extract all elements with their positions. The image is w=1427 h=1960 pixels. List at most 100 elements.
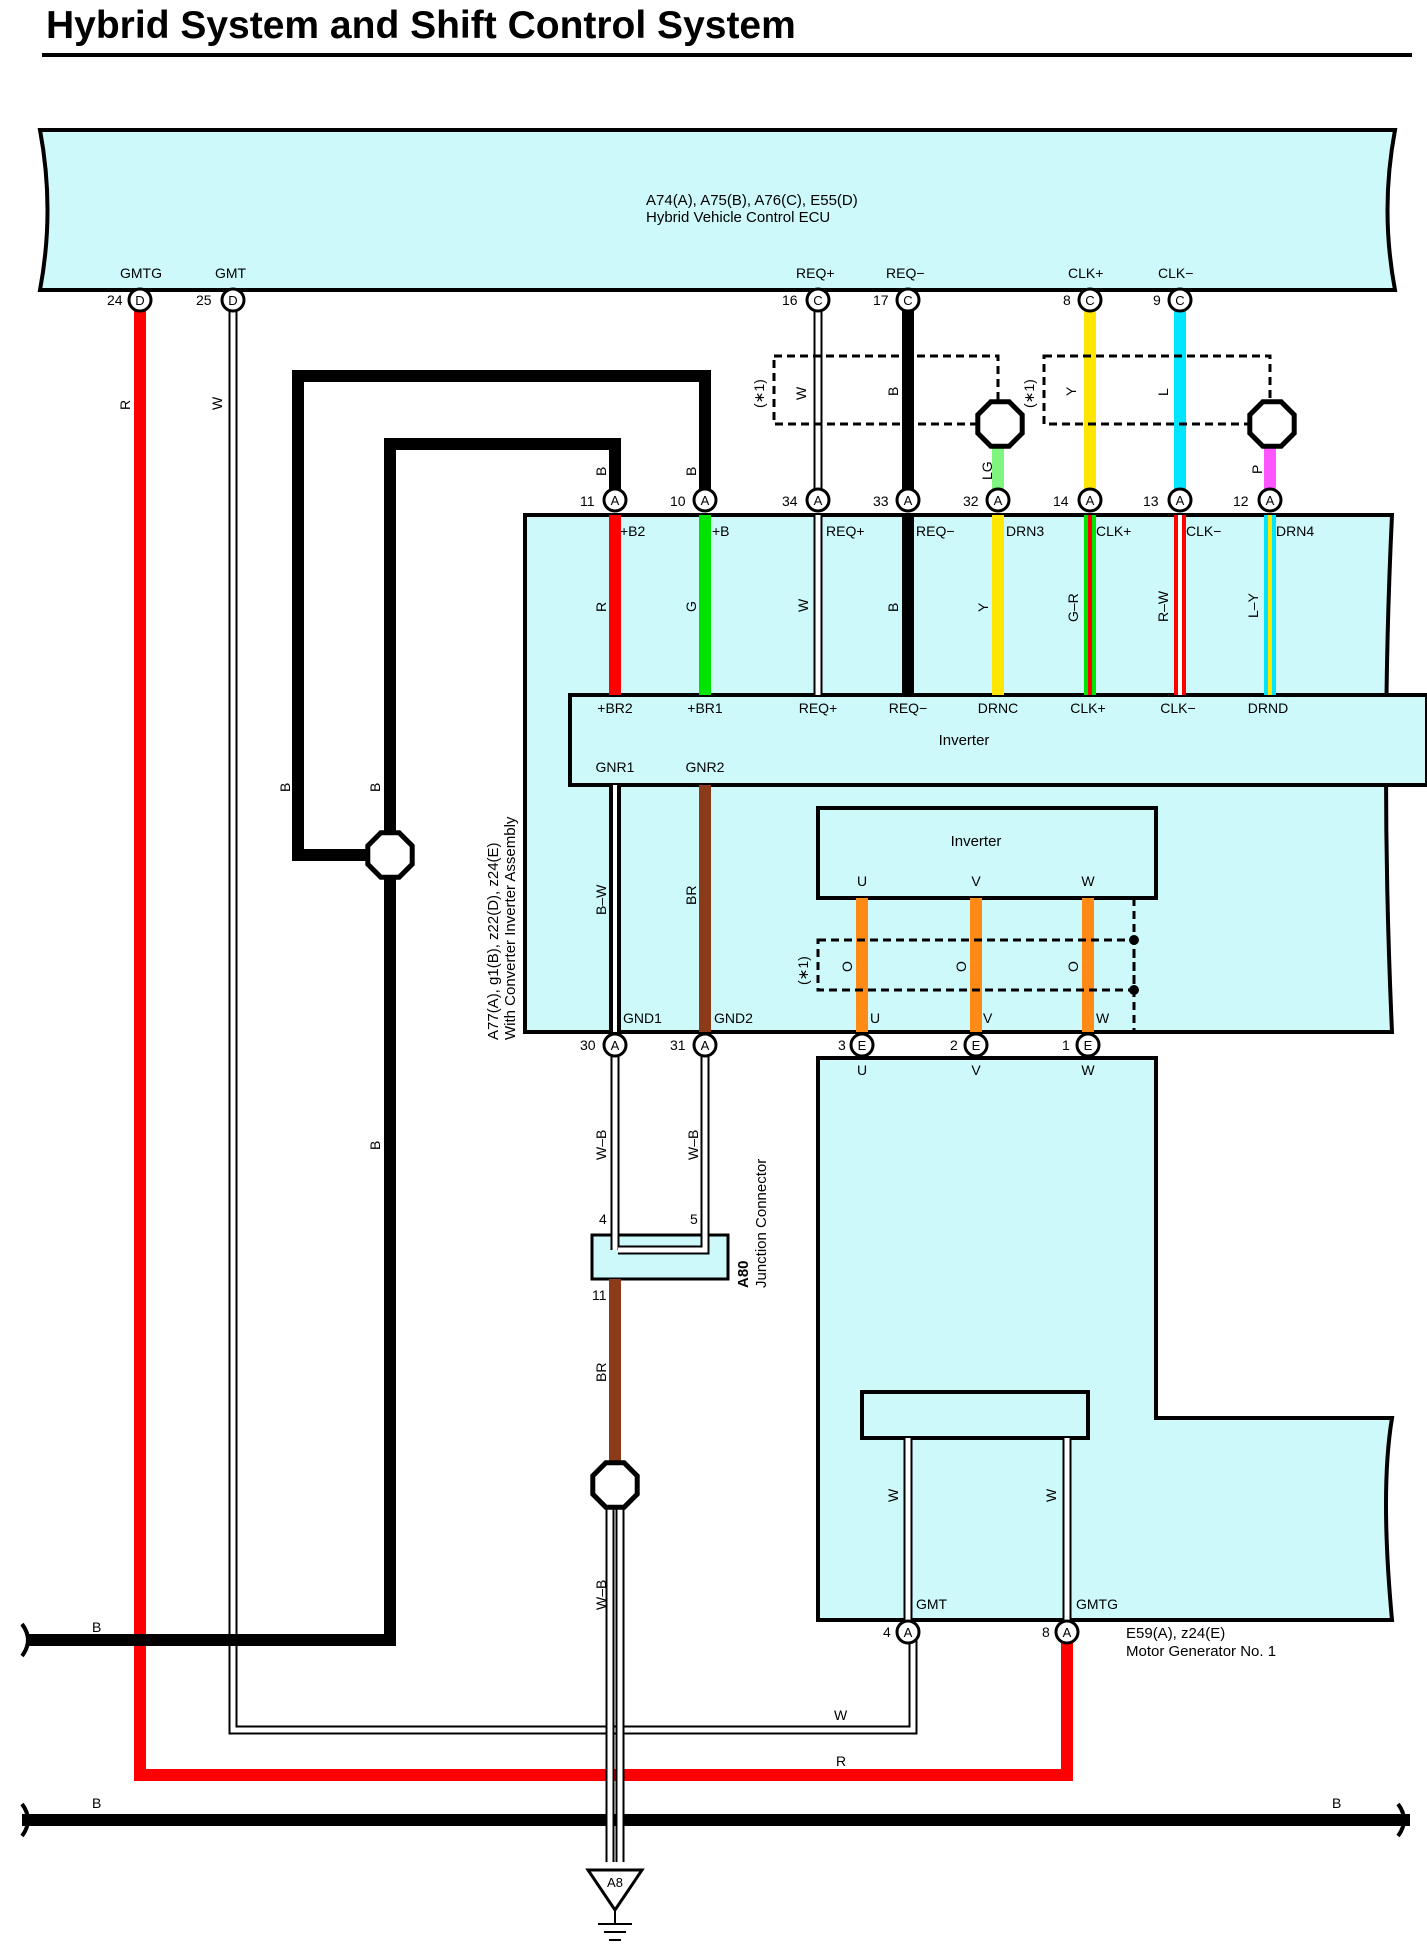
terminal-connector-letter: A (1176, 493, 1185, 508)
wire-color-label: B (1332, 1795, 1341, 1811)
ecu-pin-label: CLK+ (1068, 265, 1103, 281)
terminal-number: 3 (838, 1037, 846, 1053)
inverter-pin-label: +BR1 (687, 700, 723, 716)
inverter-pin-label: +BR2 (597, 700, 633, 716)
wire-color-label: L–Y (1245, 592, 1261, 618)
terminal-connector-letter: A (1063, 1625, 1072, 1640)
ecu-pin-label: GMTG (120, 265, 162, 281)
wire-color-label: B (683, 467, 699, 476)
terminal-pin (895, 487, 921, 513)
bus-end-cap (20, 1802, 30, 1838)
assembly-pin-label: U (870, 1010, 880, 1026)
motor-generator-body (816, 1056, 1395, 1622)
shield-drain-splice-clk (1247, 399, 1297, 449)
inverter-pin-label: REQ− (889, 700, 928, 716)
terminal-connector-letter: A (904, 493, 913, 508)
terminal-pin (1075, 1032, 1101, 1058)
terminal-connector-letter: A (814, 493, 823, 508)
phase-label: V (971, 1062, 981, 1078)
terminal-connector-letter: A (701, 493, 710, 508)
component-labels: A74(A), A75(B), A76(C), E55(D) Hybrid Ve… (485, 192, 1276, 1660)
terminal-number: 17 (873, 292, 889, 308)
terminal-connector-letter: A (611, 1038, 620, 1053)
inverter-pin-label: DRNC (978, 700, 1018, 716)
wire-color-label: B (885, 387, 901, 396)
wire-color-label: BR (593, 1363, 609, 1382)
terminal-pin (805, 487, 831, 513)
phase-label: U (857, 873, 867, 889)
wire-gmt-white (230, 300, 916, 1733)
terminal-number: 12 (1233, 493, 1249, 509)
wire-color-label: W (793, 386, 809, 400)
ecu-name: Hybrid Vehicle Control ECU (646, 209, 830, 226)
terminal-connector-letter: A (1086, 493, 1095, 508)
terminal-pin (1167, 487, 1193, 513)
terminal-pin (985, 487, 1011, 513)
terminal-pin (1077, 287, 1103, 313)
terminal-number: 4 (883, 1624, 891, 1640)
inverter-pin-label: CLK− (1160, 700, 1195, 716)
mg-pin-label: GMTG (1076, 1596, 1118, 1612)
terminal-number: 32 (963, 493, 979, 509)
terminal-number: 1 (1062, 1037, 1070, 1053)
shield-note: (∗1) (751, 379, 767, 408)
motor-generator-name: Motor Generator No. 1 (1126, 1643, 1276, 1660)
wire-color-label: Y (1063, 386, 1079, 396)
title-underline (42, 53, 1412, 57)
terminal-number: 34 (782, 493, 798, 509)
wire-color-label: O (839, 961, 855, 972)
assembly-pin-label: DRN4 (1276, 523, 1314, 539)
terminal-number: 30 (580, 1037, 596, 1053)
wire-color-label: B (885, 603, 901, 612)
terminal-connector-letter: A (904, 1625, 913, 1640)
terminal-pin (692, 1032, 718, 1058)
assembly-pin-label: V (983, 1010, 993, 1026)
wire-color-label: W (1043, 1488, 1059, 1502)
ecu-pin-label: GMT (215, 265, 247, 281)
inverter-assembly-name: With Converter Inverter Assembly (502, 816, 519, 1040)
wire-color-label: W–B (593, 1580, 609, 1610)
wire-color-label: W–B (685, 1130, 701, 1160)
wire-color-label: R (117, 400, 133, 410)
wire-color-label: G (683, 601, 699, 612)
terminal-connector-letter: A (611, 493, 620, 508)
page-title: Hybrid System and Shift Control System (46, 4, 796, 47)
terminal-pin (1257, 487, 1283, 513)
wire-color-label: W (795, 598, 811, 612)
terminal-number: 24 (107, 292, 123, 308)
shield-dot (1129, 935, 1139, 945)
terminal-connector-letter: A (994, 493, 1003, 508)
wire-color-label: R (593, 602, 609, 612)
assembly-pin-label: GND2 (714, 1010, 753, 1026)
assembly-pin-label: REQ+ (826, 523, 865, 539)
wire-plus-b2-loop (384, 438, 621, 855)
bus-end-cap (1396, 1802, 1406, 1838)
wire-color-label: B (367, 783, 383, 792)
wire-color-label: B (92, 1795, 101, 1811)
wire-color-label: B (92, 1619, 101, 1635)
wire-color-label: B (593, 467, 609, 476)
ecu-pin-label: REQ+ (796, 265, 835, 281)
wire-color-label: B–W (593, 884, 609, 915)
phase-label: W (1081, 873, 1095, 889)
assembly-pin-label: GND1 (623, 1010, 662, 1026)
terminal-connector-letter: E (1084, 1038, 1093, 1053)
terminal-pin (602, 1032, 628, 1058)
wire-color-label: O (1065, 961, 1081, 972)
terminal-number: 33 (873, 493, 889, 509)
wire-color-label: LG (979, 461, 995, 480)
terminal-number: 31 (670, 1037, 686, 1053)
wire-color-label: L (1155, 388, 1171, 396)
wire-color-label: O (953, 961, 969, 972)
splice-plus-b (365, 830, 415, 880)
inner-inverter-name: Inverter (939, 732, 990, 749)
ground-id: A8 (607, 1875, 623, 1890)
uvw-inverter-name: Inverter (951, 833, 1002, 850)
wire-color-label: BR (683, 886, 699, 905)
terminal-number: 9 (1153, 292, 1161, 308)
motor-generator-coil-box (860, 1390, 1090, 1440)
junction-pin: 11 (592, 1287, 607, 1303)
bus-end-cap (20, 1622, 30, 1658)
